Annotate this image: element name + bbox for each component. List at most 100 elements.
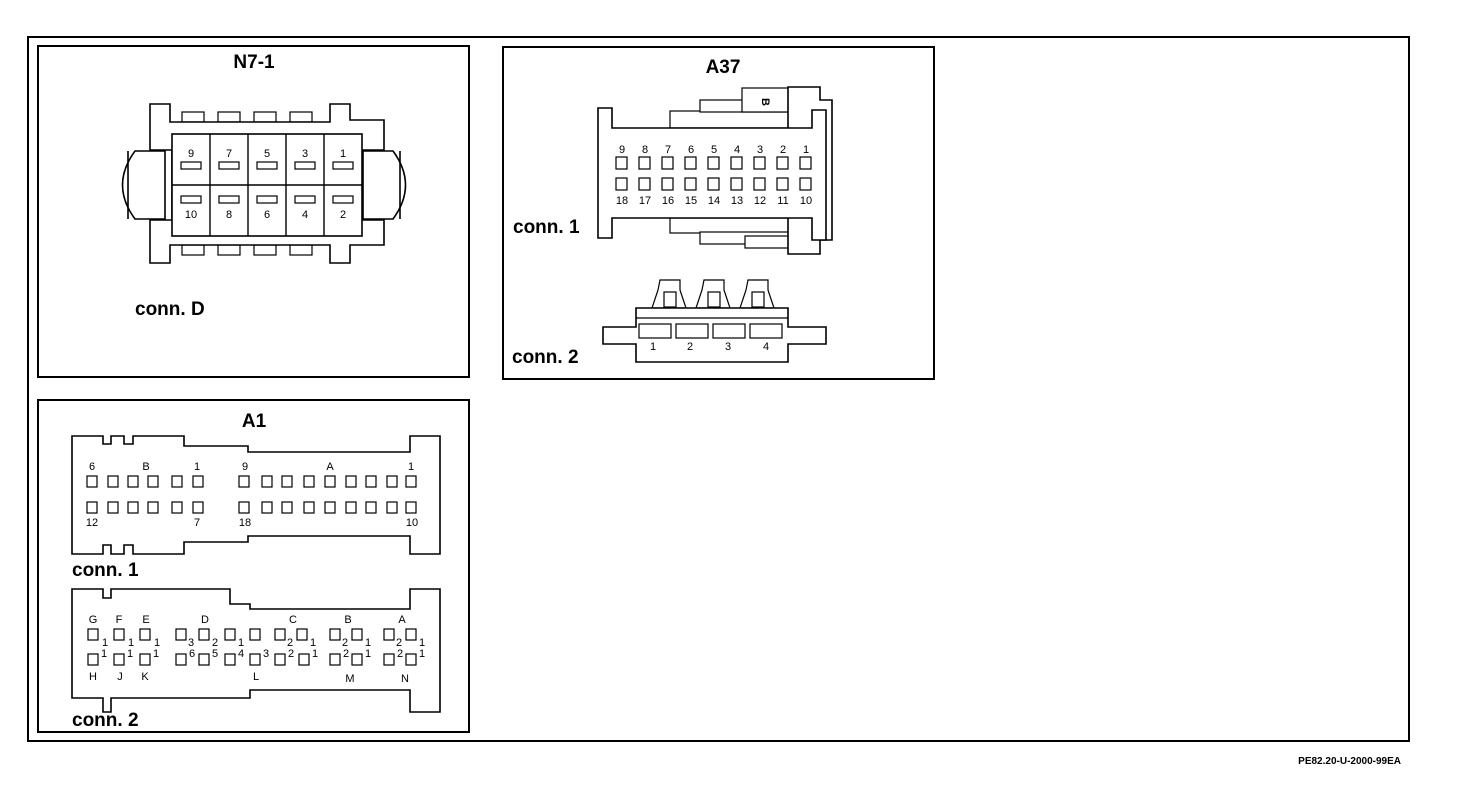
pin-label: 7 [226,148,232,160]
connector-label: conn. 2 [72,710,139,731]
pin-group-right [238,475,417,514]
pin-label: 2 [288,648,294,660]
pin-label: 15 [685,195,697,207]
panel-n7-1-frame [37,45,470,378]
pin-label: 4 [302,209,308,221]
pin-row-1 [87,628,417,641]
pin-label: 8 [226,209,232,221]
cavity-letter: G [89,614,98,626]
cavity-letter: N [401,673,409,685]
pin-label: 1 [310,637,316,649]
pin-label: 3 [302,148,308,160]
pin-label: 1 [238,637,244,649]
connector-a1-2: G F E D C B A [71,588,441,713]
pin-label: 1 [128,637,134,649]
connector-label: conn. 1 [513,217,580,238]
pin-label: 1 [101,648,107,660]
cavity-letter: F [116,614,123,626]
figure-code: PE82.20-U-2000-99EA [1298,756,1401,767]
connector-n7-1-d: 9 7 5 3 1 10 8 6 4 2 [121,103,407,264]
pin-label: 4 [763,341,769,353]
pin-label: 1 [153,648,159,660]
pin-label: 2 [343,648,349,660]
pin-label: 18 [239,517,251,529]
pin-label: 2 [687,341,693,353]
panel-n7-1: N7-1 [37,45,470,378]
pin-label: 11 [777,195,788,207]
pin-label: 3 [757,144,763,156]
cavity-letter: H [89,671,97,683]
panel-a37: A37 B [502,46,935,380]
cavity-letter: L [253,671,259,683]
pin-label: 1 [408,461,414,473]
pin-label: 14 [708,195,720,207]
pin-label: 7 [665,144,671,156]
connector-label: conn. 1 [72,560,139,581]
pin-label: 1 [803,144,809,156]
pin-label: 3 [188,637,194,649]
pin-label: 1 [419,648,425,660]
cavity-letter: E [142,614,149,626]
pin-label: 6 [189,648,195,660]
pin-label: 12 [86,517,98,529]
pin-label: A [326,461,334,473]
panel-a1-frame [37,399,470,733]
pin-label: 2 [340,209,346,221]
key-letter: B [759,98,771,106]
pin-label: 1 [312,648,318,660]
pin-label: 2 [780,144,786,156]
cavity-letter: B [344,614,351,626]
pin-label: 17 [639,195,651,207]
panel-a1: A1 [37,399,470,733]
pin-label: 2 [397,648,403,660]
connector-label: conn. D [135,299,205,320]
pin-label: 10 [406,517,418,529]
pin-label: 8 [642,144,648,156]
connector-a1-1: 6 B 1 12 7 9 A 1 18 10 [71,435,441,555]
pin-label: 2 [212,637,218,649]
pin-label: 3 [725,341,731,353]
pin-label: 9 [188,148,194,160]
pin-label: 18 [616,195,628,207]
pin-label: 6 [264,209,270,221]
pin-label: 1 [102,637,108,649]
pin-group-left [86,475,204,514]
pin-label: 4 [734,144,740,156]
pin-label: B [142,461,149,473]
pin-label: 2 [342,637,348,649]
pin-label: 1 [154,637,160,649]
pin-label: 4 [238,648,244,660]
pin-label: 5 [264,148,270,160]
panel-title: A37 [706,57,741,78]
pin-label: 1 [365,648,371,660]
connector-a37-1: B [597,86,833,255]
pin-label: 9 [242,461,248,473]
pin-row-2 [87,653,417,666]
cavity-letter: K [141,671,149,683]
pin-label: 2 [396,637,402,649]
cavity-letter: C [289,614,297,626]
panel-title: A1 [242,411,267,432]
pin-label: 12 [754,195,766,207]
connector-a37-2: 1 2 3 4 [602,279,827,363]
cavity-letter: M [345,673,354,685]
pin-row-top [615,156,812,170]
pin-label: 10 [185,209,197,221]
pin-row-bottom [615,177,812,191]
pin-label: 1 [340,148,346,160]
pin-label: 1 [127,648,133,660]
cavity-letter: D [201,614,209,626]
pin-label: 1 [419,637,425,649]
pin-label: 2 [287,637,293,649]
pin-label: 10 [800,195,812,207]
pin-label: 1 [650,341,656,353]
pin-label: 9 [619,144,625,156]
pin-label: 13 [731,195,743,207]
panel-title: N7-1 [233,52,275,73]
panel-a37-frame [502,46,935,380]
outer-frame [27,36,1410,742]
pin-label: 1 [194,461,200,473]
cavity-letter: A [398,614,406,626]
pin-label: 1 [365,637,371,649]
